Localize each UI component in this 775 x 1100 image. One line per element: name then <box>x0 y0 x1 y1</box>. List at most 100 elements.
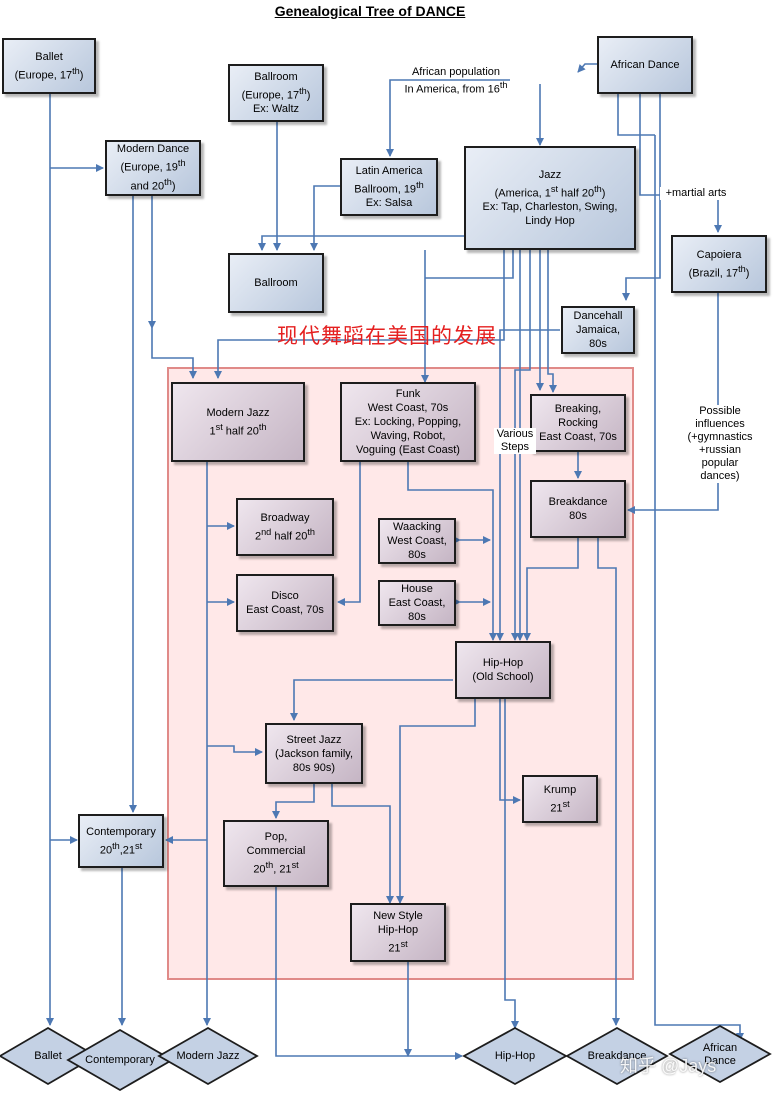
box-ballet: Ballet (Europe, 17th) <box>2 38 96 94</box>
box-capoiera: Capoiera (Brazil, 17th) <box>671 235 767 293</box>
box-latin-ballroom: Latin America Ballroom, 19th Ex: Salsa <box>340 158 438 216</box>
label-various-steps-line1: Various <box>496 428 534 440</box>
line-jazz-to-ballroom <box>258 235 470 251</box>
box-krump: Krump 21st <box>522 775 598 823</box>
box-ballroom-origin-line1: Ballroom <box>254 70 298 83</box>
watermark: 知乎 @Jays <box>620 1056 717 1076</box>
diamond-hiphop <box>462 1026 568 1086</box>
box-breaking-line1: Breaking, <box>554 403 602 415</box>
diamond-breakdance <box>565 1026 669 1086</box>
box-street-jazz-line2: (Jackson family, <box>274 747 354 760</box>
box-funk-line5: Voguing (East Coast) <box>356 444 460 456</box>
box-jazz: Jazz (America, 1st half 20th) Ex: Tap, C… <box>464 146 636 250</box>
box-ballroom-origin-line3: Ex: Waltz <box>252 103 300 116</box>
line-funk-to-disco <box>337 462 361 606</box>
box-contemporary-line1: Contemporary <box>86 825 156 838</box>
box-modern-jazz: Modern Jazz 1st half 20th <box>171 382 305 462</box>
diamond-label-hiphop: Hip-Hop <box>494 1050 536 1062</box>
box-broadway-line1: Broadway <box>260 511 310 524</box>
label-various-steps: Various Steps <box>494 428 536 454</box>
box-ballroom-origin: Ballroom (Europe, 17th) Ex: Waltz <box>228 64 324 122</box>
box-broadway: Broadway 2nd half 20th <box>236 498 334 556</box>
box-new-style-line2: Hip-Hop <box>377 924 419 937</box>
box-contemporary-line2: 20th,21st <box>99 840 143 857</box>
box-jazz-line1: Jazz <box>538 168 562 181</box>
line-hiphop-to-streetjazz <box>290 679 453 721</box>
box-waacking: Waacking West Coast, 80s <box>378 518 456 564</box>
box-house-line1: House <box>401 583 433 595</box>
box-funk-line2: West Coast, 70s <box>367 402 449 414</box>
line-african-to-capoiera <box>639 94 722 233</box>
box-funk-line1: Funk <box>395 388 421 400</box>
box-breaking-line2: Rocking <box>558 417 598 429</box>
diamond-contemporary <box>66 1028 174 1092</box>
box-krump-line2: 21st <box>550 798 570 815</box>
line-african-arrow <box>577 63 597 73</box>
box-house-line2: East Coast, <box>388 597 446 609</box>
line-hiphop-to-newstyle <box>396 698 476 904</box>
label-african-population-line2: In America, from 16th <box>404 80 508 96</box>
line-jazz-to-breaking <box>547 250 557 393</box>
box-latin-line3: Ex: Salsa <box>365 197 413 210</box>
diamond-label-african-dance-line1: African <box>702 1042 738 1054</box>
box-house-line3: 80s <box>408 611 426 623</box>
label-african-population: African population In America, from 16th <box>396 66 516 97</box>
line-capoiera-to-breakdance <box>627 292 719 514</box>
label-possible-influences-line5: popular <box>701 457 739 469</box>
line-breakdance-to-breakdance <box>597 538 620 1026</box>
diamond-label-african-dance: African Dance <box>686 1042 754 1068</box>
box-jazz-line2: (America, 1st half 20th) <box>494 183 606 200</box>
box-dancehall-line3: 80s <box>589 338 607 350</box>
box-dancehall-line2: Jamaica, <box>575 324 621 336</box>
line-pop-to-hiphop <box>275 887 463 1060</box>
box-african-dance: African Dance <box>597 36 693 94</box>
diagram-title: Genealogical Tree of DANCE <box>274 3 466 19</box>
box-funk-line4: Waving, Robot, <box>370 430 446 442</box>
box-street-jazz: Street Jazz (Jackson family, 80s 90s) <box>265 723 363 784</box>
box-funk: Funk West Coast, 70s Ex: Locking, Poppin… <box>340 382 476 462</box>
box-pop-line1: Pop, <box>264 831 288 844</box>
line-jazz-to-modernjazz <box>214 250 505 379</box>
box-new-style-line1: New Style <box>373 910 423 923</box>
box-ballroom: Ballroom <box>228 253 324 313</box>
diamond-label-breakdance: Breakdance <box>587 1050 647 1062</box>
box-hiphop-old-line1: Hip-Hop <box>482 657 524 669</box>
line-jazz-to-hiphop-b <box>511 250 531 641</box>
line-dancehall-to-hiphop <box>496 329 560 641</box>
diamond-label-african-dance-line2: Dance <box>704 1055 736 1067</box>
box-jazz-line4: Lindy Hop <box>525 215 575 228</box>
box-modern-dance: Modern Dance (Europe, 19th and 20th) <box>105 140 201 196</box>
diamond-modern-jazz <box>157 1026 259 1086</box>
line-modernjazz-to-streetjazz <box>207 745 263 756</box>
box-street-jazz-line1: Street Jazz <box>286 733 342 746</box>
line-modern-to-modernjazz <box>151 328 197 379</box>
line-african-branch <box>617 94 655 136</box>
line-breakdance-to-hiphop <box>523 538 579 641</box>
label-possible-influences-line2: influences <box>695 418 745 430</box>
box-breakdance: Breakdance 80s <box>530 480 626 538</box>
box-pop-commercial: Pop, Commercial 20th, 21st <box>223 820 329 887</box>
label-possible-influences-line6: dances) <box>700 470 740 482</box>
line-african-to-dancehall <box>622 94 661 301</box>
label-possible-influences: Possible influences (+gymnastics +russia… <box>680 405 760 483</box>
box-breakdance-line2: 80s <box>569 510 587 522</box>
box-modern-dance-line2: (Europe, 19th <box>120 158 186 174</box>
box-new-style-hiphop: New Style Hip-Hop 21st <box>350 903 446 962</box>
label-possible-influences-line4: +russian <box>699 444 741 456</box>
box-latin-line2: Ballroom, 19th <box>354 179 424 196</box>
diamond-african-dance <box>668 1024 772 1084</box>
box-modern-jazz-line2: 1st half 20th <box>209 421 267 438</box>
box-new-style-line3: 21st <box>388 939 408 955</box>
line-africanpop-to-latin <box>386 79 510 157</box>
line-latin-to-ballroom <box>310 185 340 251</box>
line-african-to-african <box>654 135 744 1041</box>
box-broadway-line2: 2nd half 20th <box>254 526 316 543</box>
diamond-label-ballet: Ballet <box>34 1050 62 1062</box>
box-pop-line3: 20th, 21st <box>253 860 299 876</box>
label-african-population-line1: African population <box>411 66 501 78</box>
box-modern-dance-line3: and 20th) <box>130 177 176 193</box>
line-hiphop-to-hiphop <box>504 698 519 1029</box>
box-jazz-line3: Ex: Tap, Charleston, Swing, <box>482 201 618 214</box>
box-waacking-line2: West Coast, <box>387 535 447 547</box>
